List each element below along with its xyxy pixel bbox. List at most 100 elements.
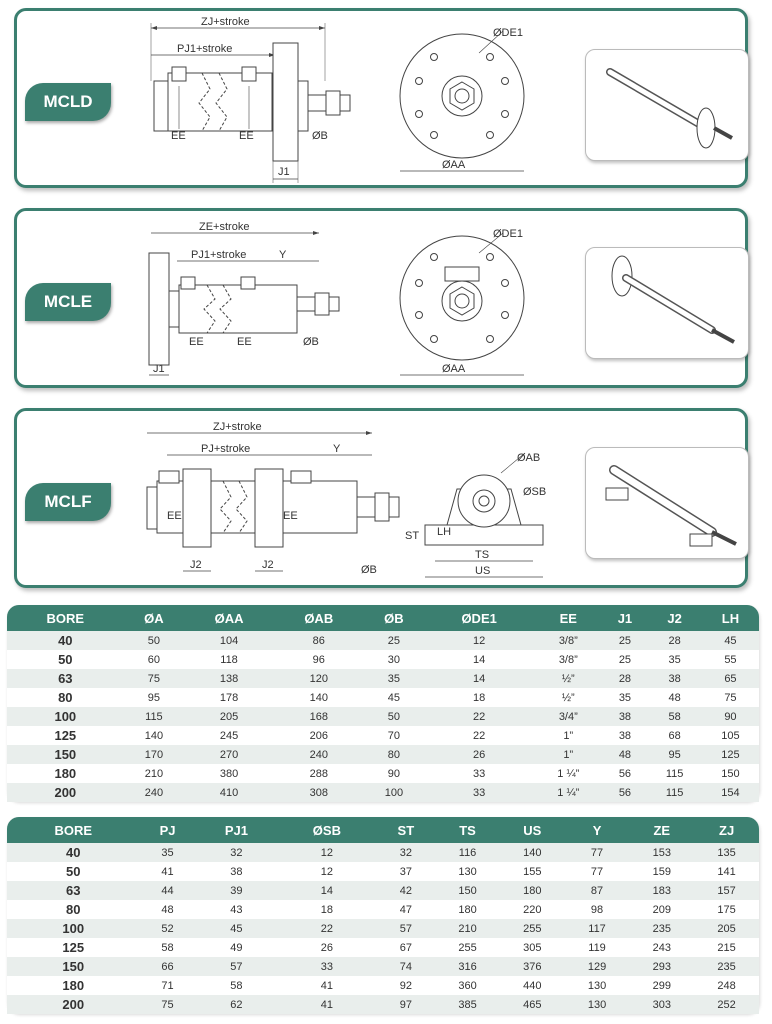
table-header-cell: ØB (363, 605, 425, 631)
table-cell: 60 (123, 650, 185, 669)
table-cell: 38 (195, 862, 278, 881)
table-cell: 157 (694, 881, 759, 900)
table-header-cell: EE (534, 605, 603, 631)
mcle-y: Y (279, 249, 287, 261)
table-cell: 380 (184, 764, 274, 783)
table-cell: 178 (184, 688, 274, 707)
table-cell: 140 (273, 688, 364, 707)
table-cell: 138 (184, 669, 274, 688)
table-cell: 77 (564, 843, 630, 862)
table-cell: 115 (647, 783, 702, 802)
table-header-row: BORE ØA ØAA ØAB ØB ØDE1 EE J1 J2 LH (7, 605, 759, 631)
table-cell: 205 (694, 919, 759, 938)
table-cell: 376 (499, 957, 565, 976)
table-cell: 75 (701, 688, 759, 707)
table-cell: 255 (435, 938, 500, 957)
table-cell: 35 (602, 688, 648, 707)
table-cell: 170 (123, 745, 185, 764)
table-header-cell: ØAA (184, 605, 274, 631)
table-cell: 48 (139, 900, 196, 919)
table-cell: 45 (701, 631, 759, 650)
table-cell: 248 (694, 976, 759, 995)
table-cell: 18 (277, 900, 377, 919)
table-cell: 440 (499, 976, 565, 995)
mclf-y: Y (333, 443, 341, 455)
table-cell: 26 (277, 938, 377, 957)
table-cell: 183 (629, 881, 695, 900)
table-cell: 1” (534, 726, 603, 745)
table-cell: 41 (277, 976, 377, 995)
mclf-tab: MCLF (25, 483, 111, 521)
table-cell: 130 (564, 976, 630, 995)
table-cell: 56 (602, 783, 648, 802)
mcle-tab: MCLE (25, 283, 111, 321)
mcle-port-right: EE (237, 336, 252, 348)
bore-cell: 180 (7, 764, 124, 783)
table-cell: 87 (564, 881, 630, 900)
table-cell: 18 (424, 688, 535, 707)
table-cell: 90 (701, 707, 759, 726)
table-cell: 28 (602, 669, 648, 688)
table-cell: 48 (602, 745, 648, 764)
table-cell: 14 (424, 650, 535, 669)
table-cell: 115 (647, 764, 702, 783)
mclf-us: US (475, 565, 490, 577)
table-cell: 57 (195, 957, 278, 976)
table-cell: 33 (277, 957, 377, 976)
table-cell: 22 (424, 707, 535, 726)
bore-cell: 150 (7, 957, 140, 976)
table-cell: 48 (647, 688, 702, 707)
table-cell: 97 (376, 995, 436, 1014)
bore-cell: 200 (7, 783, 124, 802)
table-cell: 43 (195, 900, 278, 919)
table-cell: 130 (435, 862, 500, 881)
table-cell: 308 (273, 783, 364, 802)
table-cell: 465 (499, 995, 565, 1014)
table-cell: 141 (694, 862, 759, 881)
mclf-dim-inner: PJ+stroke (201, 443, 250, 455)
mcle-dim-inner: PJ1+stroke (191, 249, 246, 261)
table-cell: 55 (701, 650, 759, 669)
table-cell: 38 (647, 669, 702, 688)
bore-cell: 125 (7, 726, 124, 745)
table-cell: 98 (564, 900, 630, 919)
mcle-port-left: EE (189, 336, 204, 348)
mcld-iso-drawing (606, 68, 733, 149)
table-cell: 180 (499, 881, 565, 900)
mcld-face-bottom: ØAA (442, 159, 466, 171)
table-cell: 215 (694, 938, 759, 957)
table-cell: 3/8” (534, 631, 603, 650)
table-cell: 140 (499, 843, 565, 862)
mcld-dim-overall: ZJ+stroke (201, 16, 250, 28)
table-cell: 33 (424, 764, 535, 783)
table-cell: 12 (277, 843, 377, 862)
table-cell: 62 (195, 995, 278, 1014)
mclf-j2-right: J2 (262, 559, 274, 571)
table-cell: 35 (647, 650, 702, 669)
table-cell: 3/4” (534, 707, 603, 726)
table-header-cell: ST (376, 817, 436, 843)
mclf-st: ST (405, 530, 419, 542)
table-cell: 316 (435, 957, 500, 976)
table-cell: 67 (376, 938, 436, 957)
table-header-cell: J2 (647, 605, 702, 631)
mcld-port-right: EE (239, 130, 254, 142)
table-cell: 44 (139, 881, 196, 900)
table-cell: 41 (277, 995, 377, 1014)
mclf-port-right: EE (283, 510, 298, 522)
mclf-ab: ØAB (517, 452, 540, 464)
table-header-cell: US (499, 817, 565, 843)
mclf-port-left: EE (167, 510, 182, 522)
table-header-cell: PJ1 (195, 817, 278, 843)
